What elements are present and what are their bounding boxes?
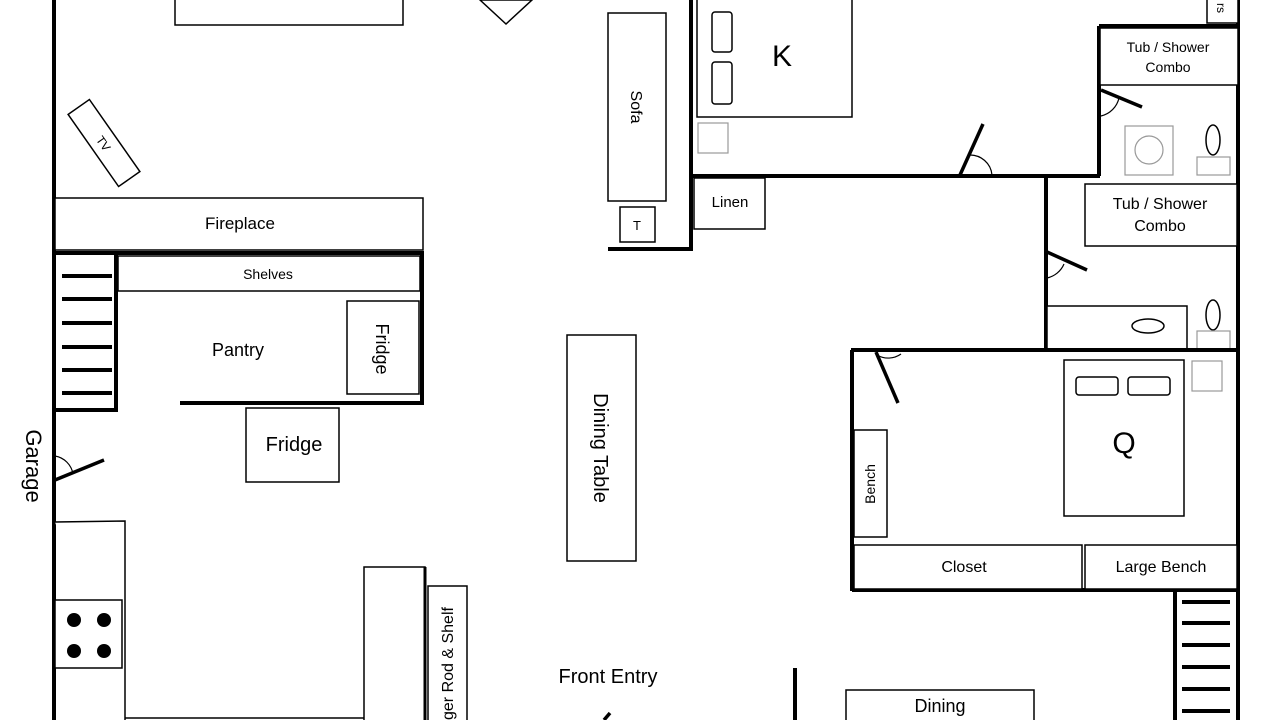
pillow — [711, 61, 733, 105]
large-bench — [1084, 544, 1238, 590]
closet-label: Closet — [941, 559, 987, 576]
door — [1046, 250, 1088, 272]
stairs-partial-label: rs — [1214, 3, 1228, 13]
tub-shower-1-label: Tub / Shower — [1127, 39, 1210, 55]
toilet — [1205, 124, 1221, 156]
door-swing — [54, 455, 74, 475]
pantry-fridge — [346, 300, 420, 395]
nightstand — [697, 122, 729, 154]
stairs — [1182, 600, 1230, 713]
pillow — [1127, 376, 1171, 396]
hanger-rod-label: ger Rod & Shelf — [440, 606, 457, 720]
king-bed-label: K — [772, 40, 792, 73]
dining-area — [845, 689, 1035, 720]
fireplace — [54, 197, 424, 251]
toilet — [1205, 299, 1221, 331]
front-entry-label: Front Entry — [559, 666, 658, 688]
sink — [1131, 318, 1165, 334]
dining-table — [566, 334, 637, 562]
top-furniture — [174, 0, 404, 26]
garage-label: Garage — [21, 429, 46, 502]
pantry-fridge-label: Fridge — [372, 323, 392, 374]
tub-shower-2-label-2: Combo — [1134, 218, 1186, 235]
shelves-label: Shelves — [243, 266, 293, 282]
stairs-partial — [1206, 0, 1239, 24]
side-table-label: T — [633, 218, 641, 233]
shelves — [117, 255, 421, 292]
washer-drum — [1134, 135, 1164, 165]
dining-table-label: Dining Table — [589, 393, 611, 503]
door — [1100, 88, 1143, 109]
tub-shower-2 — [1084, 183, 1238, 247]
dining-label: Dining — [914, 696, 965, 716]
linen-closet — [693, 177, 766, 230]
bench-label: Bench — [862, 464, 878, 504]
front-door — [602, 711, 612, 720]
linen-label: Linen — [712, 194, 749, 211]
kitchen-fridge — [245, 407, 340, 483]
door-swing — [1046, 263, 1065, 279]
corner-chair — [478, 0, 534, 26]
fireplace-label: Fireplace — [205, 214, 275, 233]
large-bench-label: Large Bench — [1116, 559, 1207, 576]
tub-shower-1-label-2: Combo — [1145, 59, 1190, 75]
tub-shower-1 — [1099, 27, 1239, 86]
door — [874, 351, 900, 404]
kitchen-island — [363, 566, 426, 720]
toilet-tank — [1196, 156, 1231, 176]
door-swing — [1100, 97, 1120, 117]
stove — [54, 599, 123, 669]
door — [958, 123, 985, 176]
tub-shower-2-label: Tub / Shower — [1113, 196, 1208, 213]
side-table — [619, 206, 656, 243]
pantry-label: Pantry — [212, 340, 264, 360]
garage-door — [54, 458, 105, 482]
sofa — [607, 12, 667, 202]
door-swing — [876, 353, 902, 359]
door-swing — [968, 154, 993, 176]
toilet-tank — [1196, 330, 1231, 350]
sofa-label: Sofa — [627, 91, 644, 124]
pillow — [711, 11, 733, 53]
queen-bed-label: Q — [1112, 427, 1135, 460]
pillow — [1075, 376, 1119, 396]
pantry-stairs — [62, 274, 112, 395]
hanger-rod-shelf — [427, 585, 468, 720]
bench — [853, 429, 888, 538]
tv: TV — [67, 98, 141, 188]
stove-burners — [67, 613, 111, 658]
closet — [853, 544, 1083, 590]
vanity — [1046, 305, 1188, 350]
nightstand — [1191, 360, 1223, 392]
kitchen-fridge-label: Fridge — [266, 434, 323, 456]
